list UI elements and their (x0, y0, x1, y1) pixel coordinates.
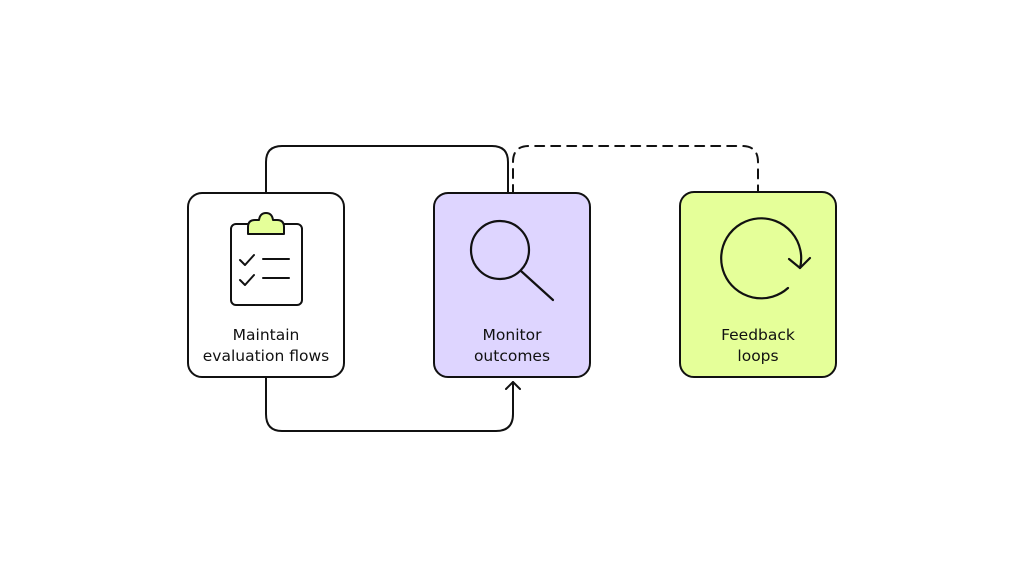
connector-dashed-monitor-to-feedback (512, 145, 759, 195)
node-feedback-label-line2: loops (737, 347, 778, 365)
connector-top-maintain-to-monitor (265, 145, 509, 195)
node-maintain-evaluation-flows: Maintain evaluation flows (187, 192, 345, 378)
clipboard-checklist-icon (230, 212, 303, 306)
node-monitor-label-line1: Monitor (483, 326, 543, 344)
arrowhead-up-icon (505, 381, 521, 390)
node-monitor-outcomes: Monitor outcomes (433, 192, 591, 378)
node-maintain-label-line1: Maintain (233, 326, 300, 344)
connectors (265, 145, 759, 432)
refresh-cycle-icon (720, 217, 812, 300)
node-maintain-label-line2: evaluation flows (203, 347, 329, 365)
node-feedback-label-line1: Feedback (721, 326, 795, 344)
node-feedback-loops: Feedback loops (679, 191, 837, 378)
node-monitor-label-line2: outcomes (474, 347, 550, 365)
magnifying-glass-icon (469, 219, 555, 302)
connector-bottom-maintain-to-monitor (265, 377, 514, 432)
